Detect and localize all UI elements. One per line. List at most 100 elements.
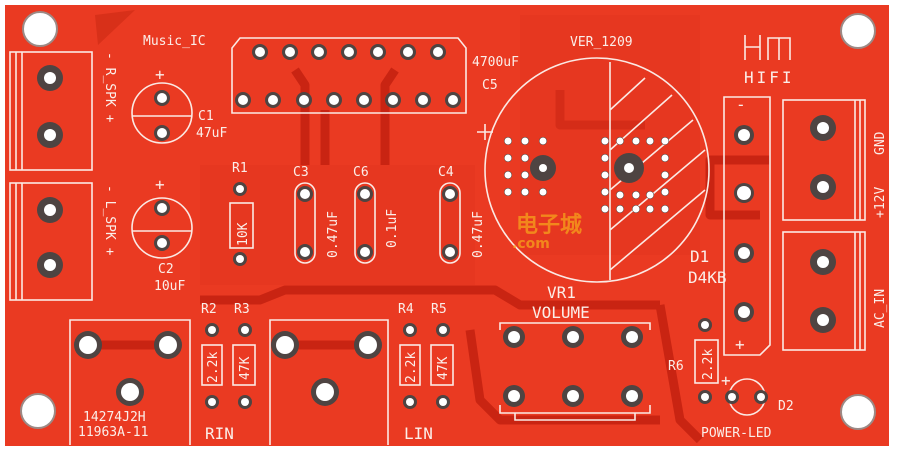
board-substrate bbox=[5, 5, 889, 446]
pad bbox=[233, 182, 247, 196]
r3-value: 47K bbox=[238, 356, 253, 380]
pad bbox=[370, 44, 386, 60]
d1-label: D1 bbox=[690, 247, 709, 266]
pad bbox=[403, 323, 417, 337]
power-led-label: POWER-LED bbox=[701, 426, 772, 441]
pad bbox=[154, 125, 170, 141]
pad bbox=[205, 323, 219, 337]
r2-label: R2 bbox=[201, 302, 217, 317]
pad bbox=[504, 137, 512, 145]
pad bbox=[632, 191, 640, 199]
pad bbox=[238, 323, 252, 337]
pad bbox=[154, 331, 182, 359]
pad bbox=[616, 137, 624, 145]
pad bbox=[646, 137, 654, 145]
c6-label: C6 bbox=[353, 165, 369, 180]
pad bbox=[504, 171, 512, 179]
pad bbox=[521, 137, 529, 145]
pad bbox=[238, 395, 252, 409]
pad bbox=[810, 249, 836, 275]
pad bbox=[235, 92, 251, 108]
pad bbox=[356, 92, 372, 108]
c6-value: 0.1uF bbox=[385, 209, 400, 248]
pad bbox=[442, 186, 458, 202]
r6-label: R6 bbox=[668, 359, 684, 374]
pad bbox=[601, 205, 609, 213]
ac-in-label: AC_IN bbox=[873, 289, 888, 328]
r2-value: 2.2k bbox=[206, 352, 221, 383]
c5-label: C5 bbox=[482, 78, 498, 93]
watermark-text: 电子城 bbox=[516, 212, 582, 238]
r1-value: 10K bbox=[236, 222, 251, 246]
pad bbox=[632, 205, 640, 213]
pad bbox=[734, 125, 754, 145]
pad bbox=[810, 115, 836, 141]
pad bbox=[601, 171, 609, 179]
pad bbox=[357, 186, 373, 202]
pad bbox=[661, 171, 669, 179]
pad bbox=[734, 302, 754, 322]
pad bbox=[297, 244, 313, 260]
pad bbox=[661, 154, 669, 162]
pad bbox=[233, 252, 247, 266]
pad bbox=[436, 395, 450, 409]
volume-label: VOLUME bbox=[532, 303, 590, 322]
pad bbox=[562, 385, 584, 407]
pad bbox=[810, 174, 836, 200]
pad bbox=[445, 92, 461, 108]
r3-label: R3 bbox=[234, 302, 250, 317]
c3-value: 0.47uF bbox=[326, 211, 341, 258]
pad bbox=[616, 191, 624, 199]
pad bbox=[725, 390, 739, 404]
pad bbox=[205, 395, 219, 409]
r1-label: R1 bbox=[232, 161, 248, 176]
hm-logo-mark bbox=[744, 35, 791, 60]
rin-label: RIN bbox=[205, 424, 234, 443]
gnd-label: GND bbox=[873, 131, 888, 155]
pad bbox=[282, 44, 298, 60]
r5-value: 47K bbox=[436, 356, 451, 380]
pad bbox=[436, 323, 450, 337]
pad bbox=[296, 92, 312, 108]
pad bbox=[601, 188, 609, 196]
v12-label: +12V bbox=[873, 187, 888, 218]
d1-minus: - bbox=[736, 95, 746, 114]
pad bbox=[357, 244, 373, 260]
pad bbox=[661, 188, 669, 196]
pad bbox=[754, 390, 768, 404]
pad bbox=[504, 154, 512, 162]
pad bbox=[252, 44, 268, 60]
pad bbox=[734, 243, 754, 263]
d1-value: D4KB bbox=[688, 268, 727, 287]
pad bbox=[646, 191, 654, 199]
pad bbox=[326, 92, 342, 108]
pad bbox=[37, 65, 63, 91]
pad bbox=[646, 205, 654, 213]
c5-value: 4700uF bbox=[472, 55, 519, 70]
pad bbox=[154, 90, 170, 106]
pad bbox=[297, 186, 313, 202]
silkscreen-text: Music_IC - R_SPK + - L_SPK + + C1 47uF +… bbox=[78, 34, 888, 443]
watermark-sub: .com bbox=[512, 236, 550, 252]
pad bbox=[37, 197, 63, 223]
c3-label: C3 bbox=[293, 165, 309, 180]
pad bbox=[37, 122, 63, 148]
r-spk-label: - R_SPK + bbox=[102, 52, 117, 123]
lin-label: LIN bbox=[404, 424, 433, 443]
d2-label: D2 bbox=[778, 399, 794, 414]
pad bbox=[271, 331, 299, 359]
mounting-holes bbox=[20, 11, 876, 430]
pad bbox=[503, 326, 525, 348]
pad bbox=[601, 137, 609, 145]
pad bbox=[661, 205, 669, 213]
jack-code-1: 14274J2H bbox=[83, 410, 146, 425]
c4-value: 0.47uF bbox=[471, 211, 486, 258]
pad bbox=[632, 137, 640, 145]
c1-value: 47uF bbox=[196, 126, 227, 141]
vr1-label: VR1 bbox=[547, 283, 576, 302]
pad bbox=[614, 153, 644, 183]
l-spk-label: - L_SPK + bbox=[102, 185, 117, 256]
pad bbox=[539, 137, 547, 145]
pad bbox=[621, 326, 643, 348]
